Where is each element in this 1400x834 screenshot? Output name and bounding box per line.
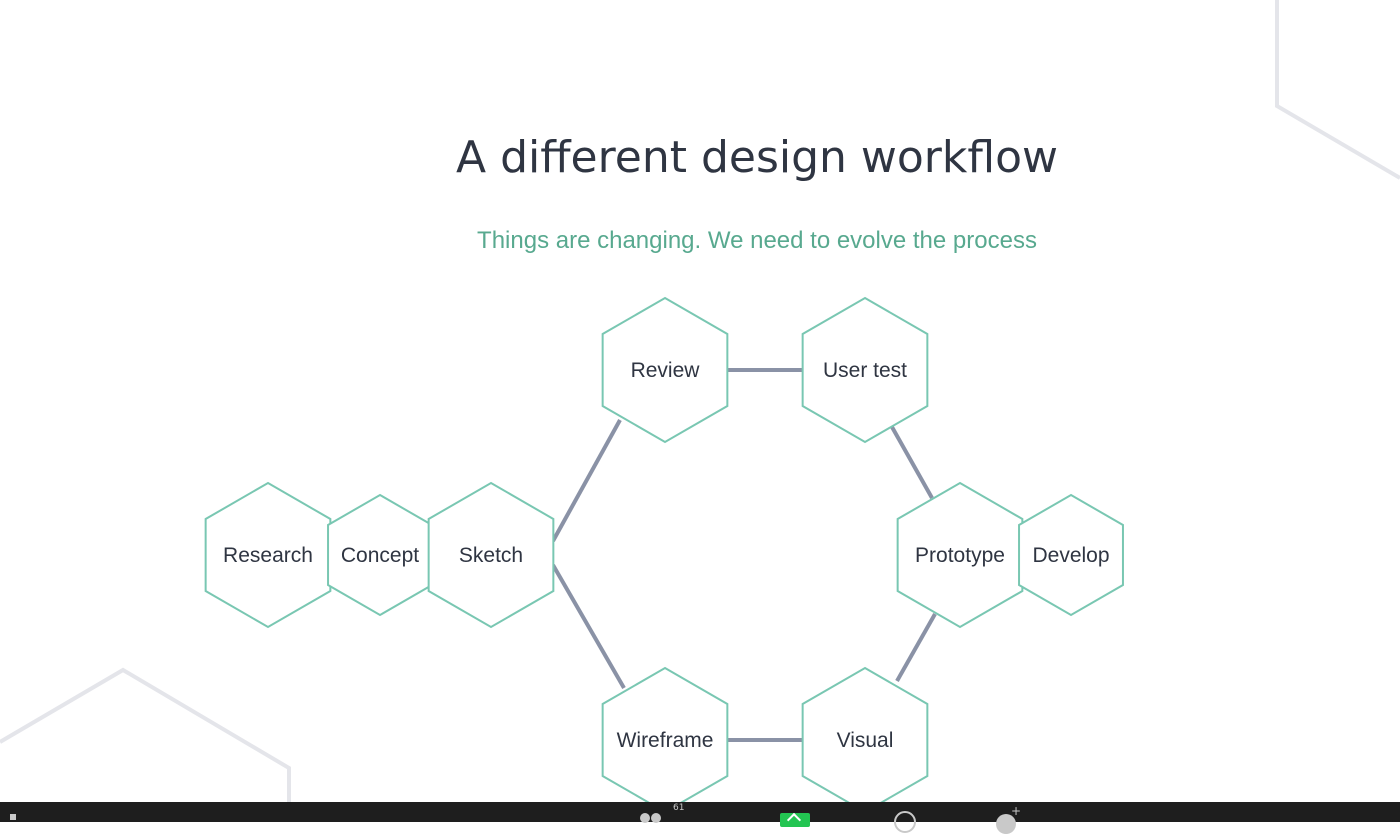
- connector-sketch-review: [551, 419, 622, 542]
- bg-hex-outline-bottom-left: [0, 667, 291, 802]
- hex-node-prototype: Prototype: [896, 481, 1024, 629]
- connectors: [551, 368, 937, 742]
- hex-node-develop: Develop: [1018, 493, 1124, 617]
- connector-sketch-wireframe: [551, 564, 626, 689]
- hex-node-visual: Visual: [801, 666, 929, 802]
- hex-node-concept: Concept: [327, 493, 433, 617]
- hex-node-user-test: User test: [801, 296, 929, 444]
- hex-node-review: Review: [601, 296, 729, 444]
- participants-icon[interactable]: [640, 802, 666, 823]
- hexagon-shape: [427, 481, 555, 629]
- hex-label: Wireframe: [617, 729, 714, 752]
- hex-node-research: Research: [204, 481, 332, 629]
- hex-label: Visual: [837, 729, 894, 752]
- hex-label: User test: [823, 359, 907, 382]
- participants-count: 61: [673, 803, 685, 813]
- hexagon-shape: [801, 296, 929, 444]
- hexagon-shape: [601, 296, 729, 444]
- bg-hex-outline-top-right: [1275, 0, 1400, 180]
- hex-label: Prototype: [915, 544, 1005, 567]
- connector-prototype-visual: [895, 613, 937, 682]
- hexagon-shape: [896, 481, 1024, 629]
- hexagon-shape: [601, 666, 729, 802]
- reactions-icon[interactable]: [996, 804, 1021, 834]
- hexagon-shape: [204, 481, 332, 629]
- caret-icon[interactable]: [10, 814, 16, 820]
- hexagon-shape: [801, 666, 929, 802]
- hex-label: Review: [631, 359, 701, 382]
- share-screen-icon[interactable]: [780, 813, 810, 827]
- slide: A different design workflow Things are c…: [0, 0, 1400, 802]
- connector-user-test-prototype: [890, 426, 934, 499]
- hexagon-nodes: Research Concept Sketch Review User testProt…: [204, 296, 1124, 802]
- hex-node-wireframe: Wireframe: [601, 666, 729, 802]
- record-icon[interactable]: [894, 811, 916, 833]
- hex-label: Concept: [341, 544, 419, 567]
- background-decoration: [0, 0, 1400, 802]
- slide-title: A different design workflow: [456, 132, 1058, 183]
- hex-node-sketch: Sketch: [427, 481, 555, 629]
- slide-subtitle: Things are changing. We need to evolve t…: [477, 227, 1037, 254]
- hex-label: Develop: [1032, 544, 1109, 567]
- meeting-toolbar: 61: [0, 802, 1400, 834]
- workflow-diagram: Research Concept Sketch Review User testProt…: [204, 296, 1124, 802]
- hexagon-shape: [1018, 493, 1124, 617]
- hex-label: Research: [223, 544, 313, 567]
- hex-label: Sketch: [459, 544, 523, 567]
